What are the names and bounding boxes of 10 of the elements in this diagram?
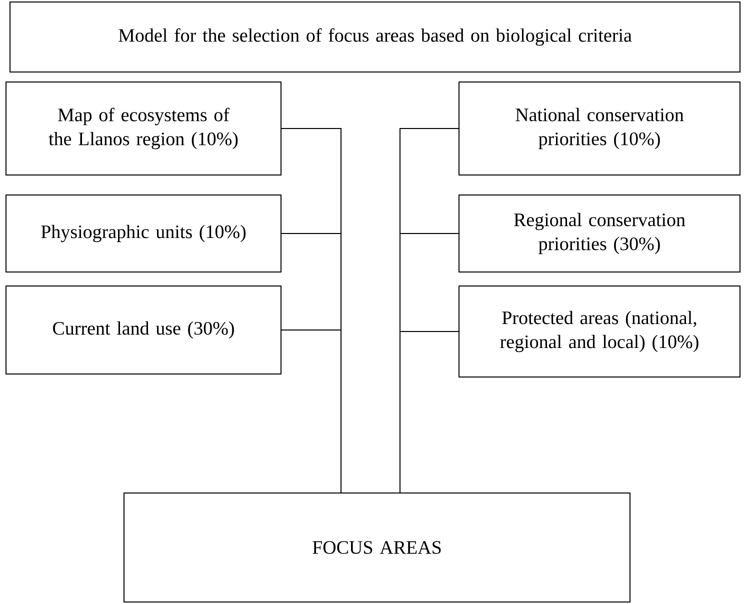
title-box: Model for the selection of focus areas based on biological criteria [10,2,740,72]
criterion-box: Physiographic units (10%) [6,194,282,272]
criterion-box: Regional conservation priorities (30%) [458,194,740,272]
criterion-box: National conservation priorities (10%) [458,82,740,176]
criterion-box: Current land use (30%) [6,286,282,374]
connector-line [400,331,459,494]
result-box: FOCUS AREAS [124,492,630,602]
criterion-box: Protected areas (national, regional and local) (10%) [458,286,740,378]
connector-line [281,330,342,494]
criterion-box: Map of ecosystems of the Llanos region (10%) [6,82,282,176]
